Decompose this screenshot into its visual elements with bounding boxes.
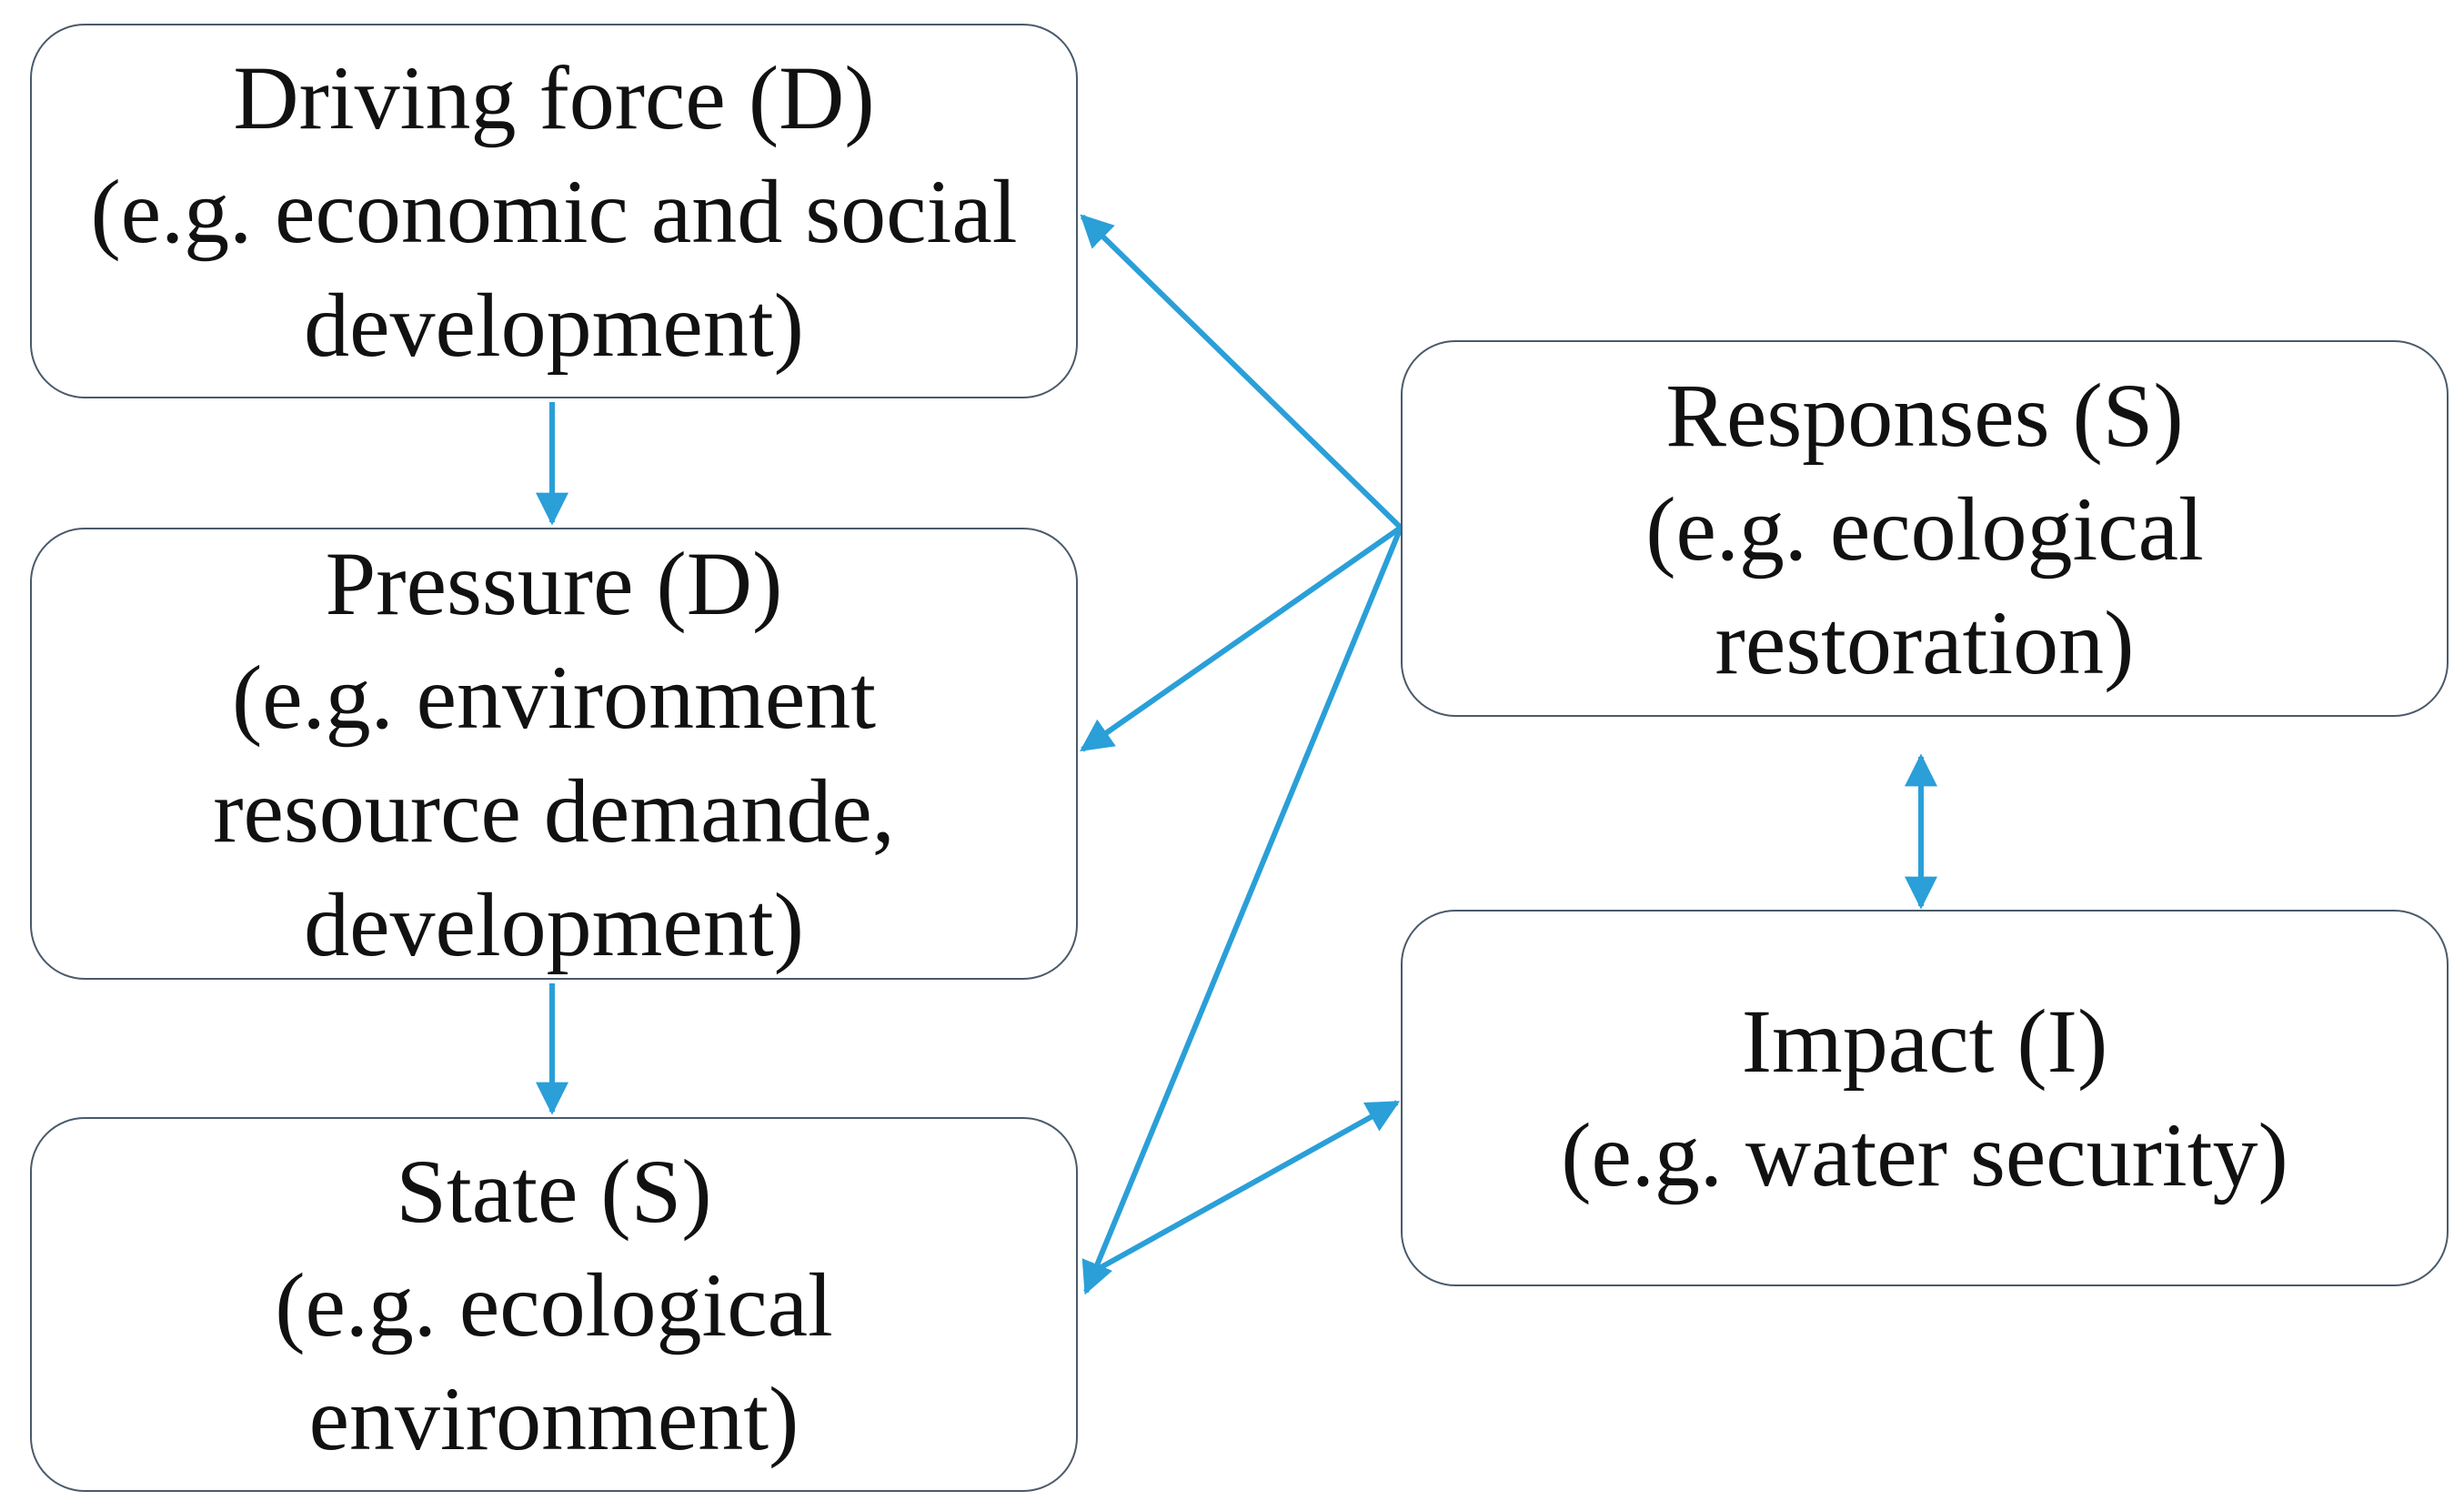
arrow-responses-to-state [1081, 526, 1403, 1295]
pressure-line-2: resource demande, [213, 760, 895, 861]
responses-title: Responses (S) [1665, 364, 2184, 466]
driving-force-box: Driving force (D) (e.g. economic and soc… [30, 24, 1078, 398]
arrow-state-to-impact [1088, 1100, 1401, 1276]
responses-box: Responses (S) (e.g. ecological restorati… [1401, 340, 2449, 717]
pressure-box: Pressure (D) (e.g. environment resource … [30, 528, 1078, 980]
pressure-title: Pressure (D) [325, 532, 783, 634]
state-box: State (S) (e.g. ecological environment) [30, 1117, 1078, 1492]
pressure-line-1: (e.g. environment [231, 646, 877, 748]
state-title: State (S) [396, 1140, 712, 1242]
driving-force-line-1: (e.g. economic and social [90, 160, 1018, 262]
driving-force-line-2: development) [304, 274, 804, 376]
driving-force-title: Driving force (D) [233, 46, 875, 148]
impact-box: Impact (I) (e.g. water security) [1401, 910, 2449, 1286]
responses-line-1: (e.g. ecological [1645, 478, 2204, 579]
impact-line-1: (e.g. water security) [1561, 1104, 2288, 1205]
pressure-line-3: development) [304, 873, 804, 975]
responses-line-2: restoration) [1715, 591, 2135, 693]
state-line-1: (e.g. ecological [275, 1254, 833, 1355]
arrow-responses-to-driving [1080, 214, 1403, 530]
impact-title: Impact (I) [1741, 991, 2108, 1092]
arrow-responses-to-pressure [1080, 525, 1403, 752]
state-line-2: environment) [308, 1367, 800, 1469]
